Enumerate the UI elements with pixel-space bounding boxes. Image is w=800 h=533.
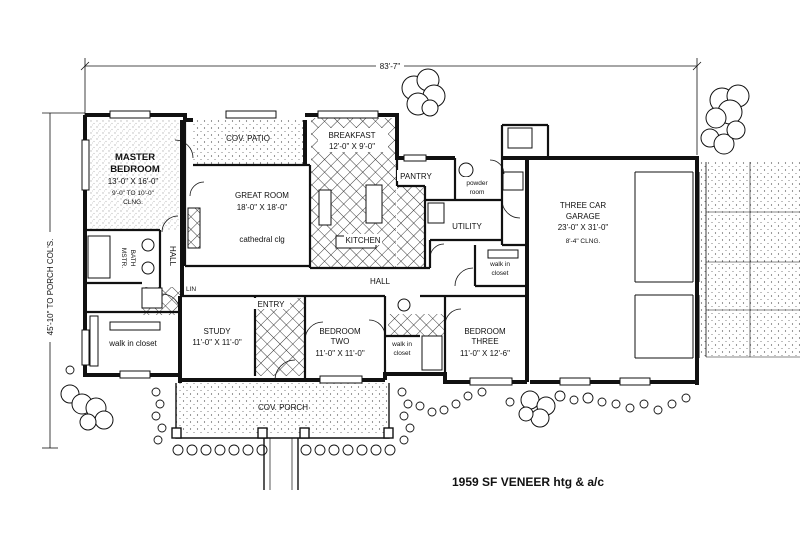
garage-name-2: GARAGE bbox=[566, 212, 600, 221]
great-room-note: cathedral clg bbox=[239, 235, 284, 244]
powder-name-2: room bbox=[470, 189, 485, 196]
room-hall-left: HALL bbox=[168, 246, 177, 267]
bedroom-three-name-2: THREE bbox=[471, 337, 498, 346]
room-pantry: PANTRY bbox=[400, 172, 432, 181]
mstr-bath-name-2: BATH bbox=[129, 250, 136, 267]
powder-name-1: powder bbox=[466, 180, 488, 187]
room-bedroom-two: BEDROOM TWO 11'-0" X 11'-0" bbox=[315, 327, 365, 358]
fixtures bbox=[87, 127, 533, 371]
room-utility: UTILITY bbox=[452, 222, 482, 231]
depth-dimension: 45'-10" TO PORCH COL'S. bbox=[42, 112, 85, 449]
master-carpet bbox=[90, 120, 182, 230]
patio-floor bbox=[193, 118, 305, 164]
bedroom-three-name-1: BEDROOM bbox=[464, 327, 506, 336]
kitchen-label-bg bbox=[344, 234, 382, 245]
room-entry: ENTRY bbox=[258, 300, 286, 309]
entry-tile bbox=[255, 298, 305, 376]
doors bbox=[161, 139, 521, 381]
room-closet-two: walk in closet bbox=[386, 338, 420, 360]
room-linen: LIN bbox=[186, 286, 196, 293]
closet-two-name-1: walk in bbox=[391, 341, 412, 348]
bedroom-three-size: 11'-0" X 12'-6" bbox=[460, 349, 510, 358]
breakfast-name: BREAKFAST bbox=[328, 131, 375, 140]
interior-walls bbox=[85, 120, 550, 380]
master-ceiling-2: CLNG. bbox=[123, 199, 143, 206]
study-name: STUDY bbox=[203, 327, 231, 336]
bedroom-two-name-2: TWO bbox=[331, 337, 350, 346]
garage-doors bbox=[634, 171, 700, 359]
great-room-size: 18'-0" X 18'-0" bbox=[237, 203, 288, 212]
width-dimension: 83'-7" bbox=[80, 58, 702, 155]
bedroom-two-name-1: BEDROOM bbox=[319, 327, 361, 336]
room-covered-porch: COV. PORCH bbox=[258, 403, 308, 412]
hall-bath-tile bbox=[388, 314, 444, 336]
garage-ceiling: 8'-4" CLNG. bbox=[566, 238, 601, 245]
width-dimension-label: 83'-7" bbox=[380, 62, 401, 71]
great-room-name: GREAT ROOM bbox=[235, 191, 289, 200]
room-study: STUDY 11'-0" X 11'-0" bbox=[192, 327, 242, 347]
room-master-bath: MSTR. BATH bbox=[120, 248, 136, 268]
room-covered-patio: COV. PATIO bbox=[226, 134, 270, 143]
closet-two-name-2: closet bbox=[394, 350, 411, 357]
master-ceiling-1: 9'-0" TO 10'-0" bbox=[112, 190, 155, 197]
bedroom-two-size: 11'-0" X 11'-0" bbox=[315, 349, 365, 358]
room-powder: powder room bbox=[457, 177, 497, 197]
shrub-row bbox=[65, 365, 691, 456]
plan-caption: 1959 SF VENEER htg & a/c bbox=[452, 475, 604, 489]
room-closet-three: walk in closet bbox=[489, 261, 510, 277]
room-master-bedroom: MASTER BEDROOM 13'-0" X 16'-0" 9'-0" TO … bbox=[108, 152, 160, 206]
room-hall-center: HALL bbox=[370, 277, 391, 286]
depth-dimension-label: 45'-10" TO PORCH COL'S. bbox=[46, 239, 55, 336]
porch-floor bbox=[176, 383, 389, 433]
garage-name-1: THREE CAR bbox=[560, 201, 606, 210]
room-breakfast: BREAKFAST 12'-0" X 9'-0" bbox=[318, 128, 388, 152]
entry-label-bg bbox=[252, 298, 290, 309]
room-bedroom-three: BEDROOM THREE 11'-0" X 12'-6" bbox=[460, 327, 510, 358]
kitchen-tile-2 bbox=[397, 185, 425, 267]
room-master-closet: walk in closet bbox=[108, 339, 157, 348]
master-name-1: MASTER bbox=[115, 152, 155, 163]
driveway bbox=[700, 162, 800, 358]
closet-three-name-2: closet bbox=[492, 270, 509, 277]
room-great-room: GREAT ROOM 18'-0" X 18'-0" cathedral clg bbox=[235, 191, 289, 244]
study-size: 11'-0" X 11'-0" bbox=[192, 338, 242, 347]
room-kitchen: KITCHEN bbox=[345, 236, 380, 245]
master-name-2: BEDROOM bbox=[110, 164, 160, 175]
closet-three-name-1: walk in bbox=[489, 261, 510, 268]
pantry-label-bg bbox=[397, 170, 435, 181]
room-garage: THREE CAR GARAGE 23'-0" X 31'-0" 8'-4" C… bbox=[558, 201, 609, 245]
breakfast-size: 12'-0" X 9'-0" bbox=[329, 142, 375, 151]
mstr-bath-name-1: MSTR. bbox=[120, 248, 127, 268]
garage-size: 23'-0" X 31'-0" bbox=[558, 223, 609, 232]
master-size: 13'-0" X 16'-0" bbox=[108, 177, 159, 186]
windows bbox=[81, 110, 651, 386]
tree-icon bbox=[60, 68, 750, 431]
porch-outline bbox=[171, 383, 394, 490]
